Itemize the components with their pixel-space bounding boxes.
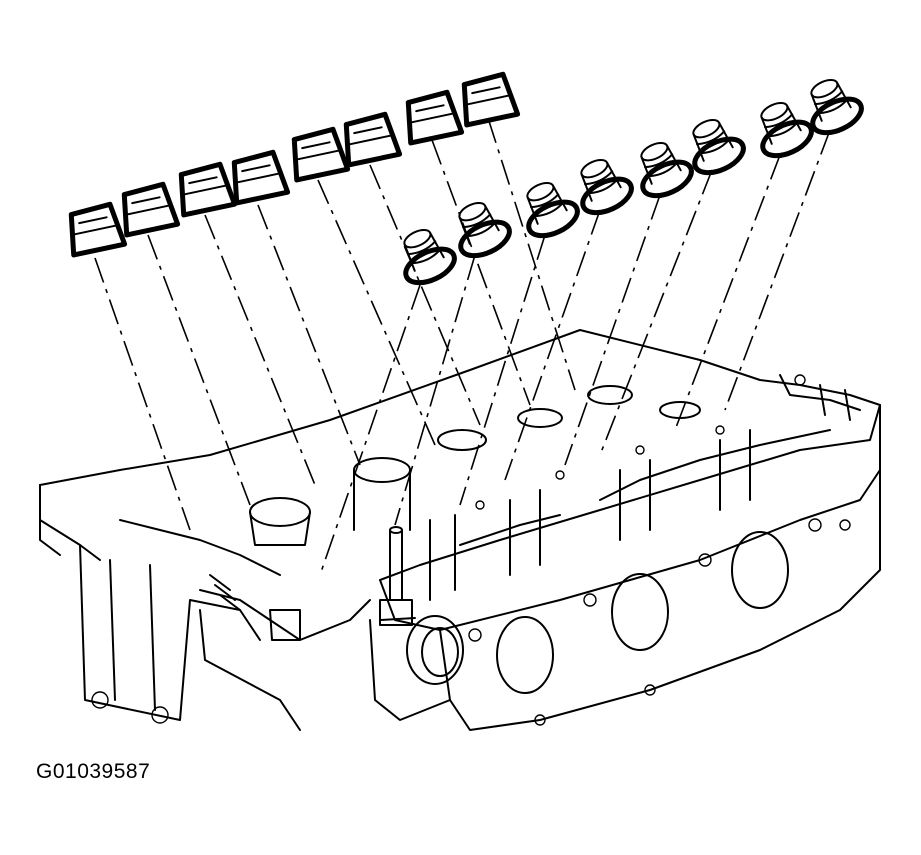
valve-seal	[291, 126, 351, 183]
valve-seal	[178, 161, 238, 218]
valve-seal	[343, 111, 403, 168]
valve-seal	[403, 229, 457, 286]
valve-seal	[405, 89, 465, 146]
figure-id-label: G01039587	[36, 760, 151, 783]
leader-lines	[94, 117, 831, 576]
valve-seals	[68, 71, 864, 286]
valve-seal	[810, 79, 864, 136]
valve-seal	[458, 202, 512, 259]
valve-seal	[692, 119, 746, 176]
cylinder-head	[39, 329, 881, 731]
valve-seal	[461, 71, 521, 128]
valve-seal	[121, 181, 181, 238]
valve-seal	[68, 201, 128, 258]
valve-seal	[231, 149, 291, 206]
valve-seal	[640, 142, 694, 199]
valve-seal	[760, 102, 814, 159]
valve-seal	[526, 182, 580, 239]
valve-seal	[580, 159, 634, 216]
